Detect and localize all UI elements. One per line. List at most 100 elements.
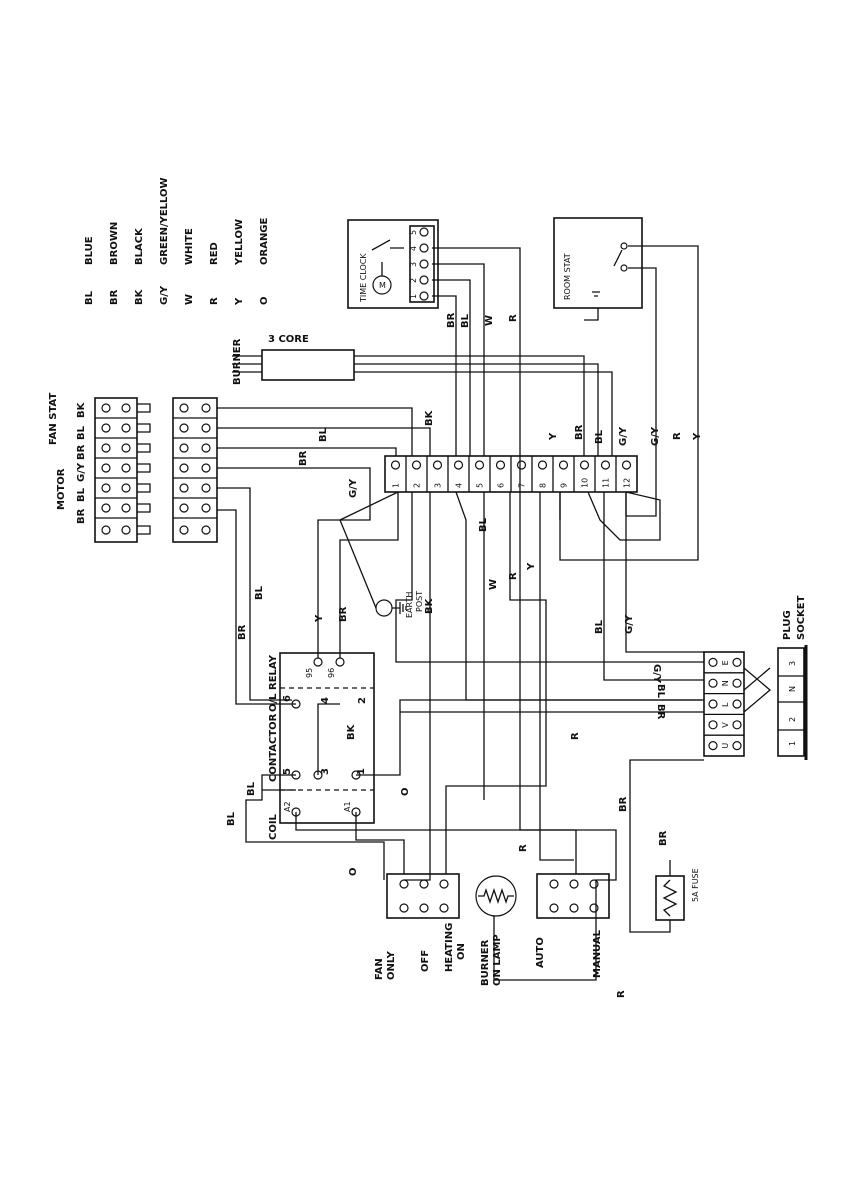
coil-label: COIL xyxy=(268,813,279,840)
svg-text:ON: ON xyxy=(456,943,467,960)
burner-on-lamp-label: BURNER xyxy=(480,939,491,986)
svg-text:ON LAMP: ON LAMP xyxy=(492,934,503,986)
supply-terminal-U xyxy=(708,740,718,751)
relay-t6: 6 xyxy=(282,695,293,702)
legend-code-2: BR xyxy=(109,289,120,305)
tag-bl-9: BL xyxy=(655,684,666,699)
tag-r-2: R xyxy=(672,432,683,440)
earth-post: EARTH POST xyxy=(375,591,424,618)
plug-t3: 3 xyxy=(788,661,797,666)
contactor-label: CONTACTOR xyxy=(268,713,279,782)
tag-bk-3: BK xyxy=(346,723,357,740)
tc-t4: 4 xyxy=(409,246,418,251)
tag-br-6: BR xyxy=(618,796,629,812)
tag-bl-6: BL xyxy=(594,619,605,634)
svg-text:ONLY: ONLY xyxy=(386,950,397,980)
burner-label: BURNER xyxy=(232,338,243,385)
time-clock-terminals: 1 2 3 4 5 xyxy=(409,225,435,303)
relay-t96: 96 xyxy=(327,668,336,678)
legend-name-8: ORANGE xyxy=(259,217,270,265)
supply-terminal-label-V: V xyxy=(721,722,730,728)
tag-bl-7: BL xyxy=(246,781,257,796)
legend-code-8: O xyxy=(259,296,270,305)
legend-name-6: RED xyxy=(209,242,220,265)
clock-motor-label: M xyxy=(379,281,386,290)
svg-text:SOCKET: SOCKET xyxy=(796,595,807,640)
legend-name-2: BROWN xyxy=(109,222,120,265)
legend-code-5: W xyxy=(184,294,195,305)
motor-wire-1: BL xyxy=(76,487,87,502)
tag-bl-2: BL xyxy=(318,427,329,442)
fan-stat-wire-1: BK xyxy=(76,401,87,418)
legend-code-3: BK xyxy=(134,288,145,305)
earth-post-label: EARTH xyxy=(405,592,414,618)
tc-t5: 5 xyxy=(409,230,418,235)
tag-bl-1: BL xyxy=(254,585,265,600)
supply-terminal-N xyxy=(708,678,718,688)
ol-relay-label: O/L RELAY xyxy=(268,654,279,712)
tag-bk-2: BK xyxy=(424,597,435,614)
tag-bl-8: BL xyxy=(226,811,237,826)
wire-tags: BR BL Y BR G/Y BL BR BK BR BL W R Y BR B… xyxy=(226,312,703,998)
motor-wire-2: BR xyxy=(76,508,87,524)
tag-r-5: R xyxy=(518,844,529,852)
fuse: 5A FUSE xyxy=(655,868,700,921)
fan-stat-motor-block: FAN STAT MOTOR BK BL BR G/Y BL BR xyxy=(48,393,151,543)
tag-r-3: R xyxy=(508,572,519,580)
supply-terminal-label-E: E xyxy=(721,660,730,665)
legend-name-5: WHITE xyxy=(184,228,195,265)
contactor-t5: 5 xyxy=(282,768,293,775)
legend-name-7: YELLOW xyxy=(234,219,245,266)
strip-terminal-label-3: 3 xyxy=(434,483,443,488)
tag-br-4: BR xyxy=(446,312,457,328)
strip-terminal-4 xyxy=(453,460,464,470)
tag-bl-3: BL xyxy=(460,313,471,328)
tag-bk-1: BK xyxy=(424,409,435,426)
tag-r-1: R xyxy=(508,314,519,322)
tag-y-2: Y xyxy=(548,432,559,441)
time-clock: TIME CLOCK M 1 2 3 4 5 xyxy=(347,219,439,309)
tag-gy-3: G/Y xyxy=(650,426,661,446)
legend-code-4: G/Y xyxy=(159,285,170,305)
auto-label: AUTO xyxy=(535,937,546,968)
strip-terminal-label-5: 5 xyxy=(476,483,485,488)
tag-o-2: O xyxy=(348,867,359,876)
tag-w-2: W xyxy=(488,579,499,590)
supply-terminal-label-L: L xyxy=(721,702,730,707)
fan-heating-switch: FAN ONLY OFF HEATING ON xyxy=(374,873,467,980)
strip-terminal-label-6: 6 xyxy=(497,483,506,488)
tag-gy-2: G/Y xyxy=(618,426,629,446)
supply-terminal-label-N: N xyxy=(721,680,730,686)
strip-terminal-label-2: 2 xyxy=(413,483,422,488)
strip-terminal-label-8: 8 xyxy=(539,483,548,488)
cable-label-1: 3 CORE xyxy=(268,334,309,345)
colour-legend: BL BLUE BR BROWN BK BLACK G/Y GREEN/YELL… xyxy=(84,177,270,306)
strip-terminal-label-10: 10 xyxy=(581,478,590,488)
three-core-cable: 3 CORE BURNER xyxy=(232,334,613,440)
manual-label: MANUAL xyxy=(592,929,603,978)
legend-code-1: BL xyxy=(84,290,95,305)
strip-terminal-label-11: 11 xyxy=(602,478,611,488)
contactor-t1: 1 xyxy=(356,768,367,775)
relay-t95: 95 xyxy=(305,668,314,678)
tag-gy-1: G/Y xyxy=(348,478,359,498)
tag-y-3: Y xyxy=(692,432,703,441)
auto-manual-switch: AUTO MANUAL xyxy=(535,873,610,978)
strip-terminal-9 xyxy=(558,460,569,470)
supply-terminal-out-L xyxy=(732,699,742,709)
tag-br-5: BR xyxy=(574,424,585,440)
tc-t2: 2 xyxy=(409,278,418,283)
legend-name-1: BLUE xyxy=(84,236,95,265)
strip-terminal-8 xyxy=(537,460,548,470)
strip-terminal-5 xyxy=(474,460,485,470)
burner-lamp: BURNER ON LAMP xyxy=(475,875,517,986)
tag-w-1: W xyxy=(484,315,495,326)
off-label: OFF xyxy=(420,950,431,972)
svg-text:POST: POST xyxy=(415,591,424,612)
tag-y-4: Y xyxy=(526,562,537,571)
supply-terminal-V xyxy=(708,720,718,730)
tag-br-2: BR xyxy=(338,606,349,622)
